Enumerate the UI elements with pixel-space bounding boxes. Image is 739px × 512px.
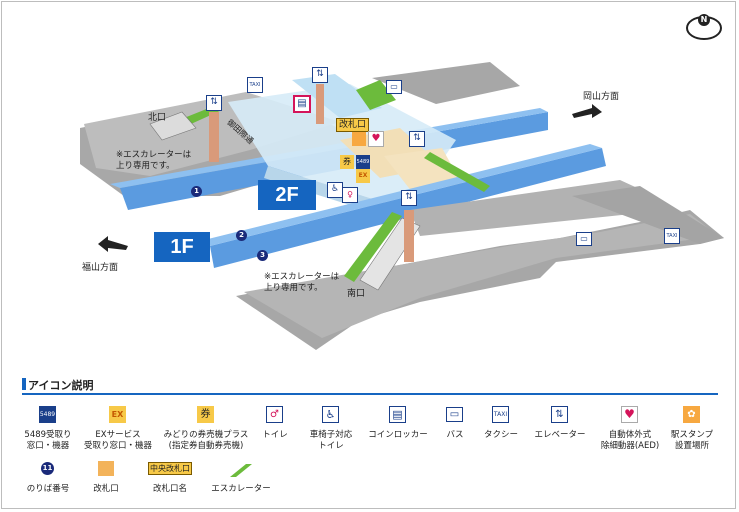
east-escalator: [424, 152, 490, 192]
ex-icon-map: EX: [356, 169, 370, 183]
legend-label-ticket-machine: みどりの券売機プラス (指定券自動券売機): [163, 430, 249, 451]
legend-label-taxi: タクシー: [483, 430, 518, 440]
east-building-north: [372, 62, 520, 104]
concourse-2f: [228, 84, 456, 210]
taxi-icon-map-2: TAXI: [664, 228, 680, 244]
okayama-arrow: [572, 104, 602, 118]
bus-icon-map-2: ▭: [576, 232, 592, 246]
legend-title: アイコン説明: [28, 379, 94, 392]
platform-number-1: 1: [191, 186, 202, 197]
south-escalator: [344, 212, 402, 282]
wheelchair-icon: ♿: [322, 406, 339, 423]
okayama-direction: 岡山方面: [583, 92, 620, 102]
ticket-machine-icon-map: 券: [340, 155, 354, 169]
escalator-icon: [230, 462, 252, 477]
coin-locker-icon-map: ▤: [293, 95, 311, 113]
legend-label-coin-locker: コインロッカー: [368, 430, 428, 440]
ticket-office-icon-map: 5489: [356, 155, 370, 169]
gate-name-icon: 中央改札口: [148, 462, 192, 475]
legend-label-wheelchair: 車椅子対応 トイレ: [309, 430, 353, 451]
center-elevator-shaft: [316, 84, 324, 124]
platform-number-2: 2: [236, 230, 247, 241]
aed-icon-map: ♥: [368, 131, 384, 147]
toilet-icon-map: ♀: [342, 187, 358, 203]
bus-icon-map-1: ▭: [386, 80, 402, 94]
elevator-icon-map-2: ⇅: [312, 67, 328, 83]
compass-north-marker: N: [698, 14, 710, 26]
north-exit-label: 北口: [148, 113, 167, 123]
track-middle: [210, 148, 606, 268]
elevator-icon-map-1: ⇅: [206, 95, 222, 111]
legend-label-gate: 改札口: [93, 484, 119, 494]
floor-label-1f: 1F: [154, 232, 210, 262]
north-stairs: [149, 111, 197, 141]
upper-walk: [292, 74, 382, 118]
legend-accent: [22, 378, 26, 390]
toilet-icon: ♂: [266, 406, 283, 423]
legend-label-bus: バス: [446, 430, 464, 440]
ticket-machine-icon: 券: [197, 406, 214, 423]
gate-name-label: 改札口: [336, 118, 370, 132]
south-exit-label: 南口: [347, 289, 366, 299]
legend-label-5489: 5489受取り 窓口・機器: [24, 430, 72, 451]
elevator-icon-map-4: ⇅: [401, 190, 417, 206]
south-elevator-shaft: [404, 210, 414, 262]
elevator-icon: ⇅: [551, 406, 568, 423]
legend-label-ex: EXサービス 受取り窓口・機器: [83, 430, 152, 451]
coin-locker-icon: ▤: [389, 406, 406, 423]
north-elevator-shaft: [209, 112, 219, 162]
fukuyama-arrow: [98, 236, 128, 252]
legend-label-stamp: 駅スタンプ 設置場所: [670, 430, 714, 451]
legend-label-toilet: トイレ: [262, 430, 288, 440]
east-block: [572, 186, 724, 244]
platform-number-icon: 11: [41, 462, 54, 475]
legend-rule: [22, 393, 718, 395]
elevator-icon-map-3: ⇅: [409, 131, 425, 147]
legend-label-escalator: エスカレーター: [211, 484, 271, 494]
ex-service-icon: EX: [109, 406, 126, 423]
legend-label-elevator: エレベーター: [534, 430, 586, 440]
ticket-gate-icon: [98, 461, 114, 476]
south-plaza-top: [244, 214, 718, 338]
wheelchair-icon-map: ♿: [327, 182, 343, 198]
taxi-icon: TAXI: [492, 406, 509, 423]
station-stamp-icon: ✿: [683, 406, 700, 423]
ticket-office-5489-icon: 5489: [39, 406, 56, 423]
north-escalator-note: ※エスカレーターは 上り専用です。: [116, 150, 192, 171]
bus-icon: ▭: [446, 407, 463, 422]
south-escalator-note: ※エスカレーターは 上り専用です。: [264, 272, 340, 293]
fukuyama-direction: 福山方面: [82, 263, 119, 273]
legend-label-aed: 自動体外式 除細動器(AED): [600, 430, 660, 451]
escalator-glyph: [230, 464, 252, 477]
aed-icon: ♥: [621, 406, 638, 423]
stamp-icon-map: [352, 132, 366, 146]
legend-label-platform: のりば番号: [26, 484, 70, 494]
legend-label-gate-name: 改札口名: [152, 484, 187, 494]
platform-number-3: 3: [257, 250, 268, 261]
taxi-icon-map: TAXI: [247, 77, 263, 93]
floor-label-2f: 2F: [258, 180, 316, 210]
